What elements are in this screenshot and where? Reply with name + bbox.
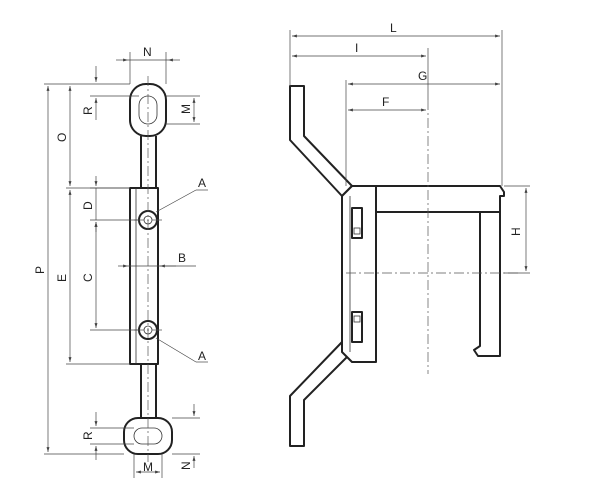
label-n-bottom: N bbox=[179, 461, 193, 470]
label-a-bottom: A bbox=[198, 349, 206, 363]
label-m-top: M bbox=[179, 104, 193, 114]
label-h: H bbox=[509, 227, 523, 236]
lower-bolt bbox=[351, 311, 363, 343]
upper-rod bbox=[140, 136, 157, 188]
upper-arm bbox=[289, 85, 353, 197]
label-c: C bbox=[81, 273, 95, 282]
lower-rod bbox=[140, 364, 157, 418]
label-n-top: N bbox=[143, 45, 152, 59]
right-leg bbox=[473, 211, 501, 357]
top-beam bbox=[375, 185, 505, 213]
front-view: N R M O P A D E C B A R N M bbox=[33, 45, 208, 478]
label-r-bottom: R bbox=[81, 431, 95, 440]
label-m-bottom: M bbox=[143, 460, 153, 474]
label-p: P bbox=[33, 266, 47, 274]
leader-a-top bbox=[155, 189, 197, 213]
label-d: D bbox=[81, 201, 95, 210]
vertical-body bbox=[341, 185, 377, 363]
label-g: G bbox=[418, 69, 427, 83]
label-i: I bbox=[355, 41, 358, 55]
label-e: E bbox=[55, 274, 69, 282]
side-view: L I G F H bbox=[289, 21, 530, 447]
label-f: F bbox=[382, 95, 389, 109]
label-b: B bbox=[178, 251, 186, 265]
label-a-top: A bbox=[198, 176, 206, 190]
top-eye-lug bbox=[129, 83, 167, 137]
leader-a-bottom bbox=[155, 337, 197, 363]
label-o: O bbox=[55, 133, 69, 142]
lower-arm bbox=[289, 341, 353, 447]
label-r-top: R bbox=[81, 106, 95, 115]
upper-bolt bbox=[351, 207, 363, 239]
label-l: L bbox=[390, 21, 397, 35]
